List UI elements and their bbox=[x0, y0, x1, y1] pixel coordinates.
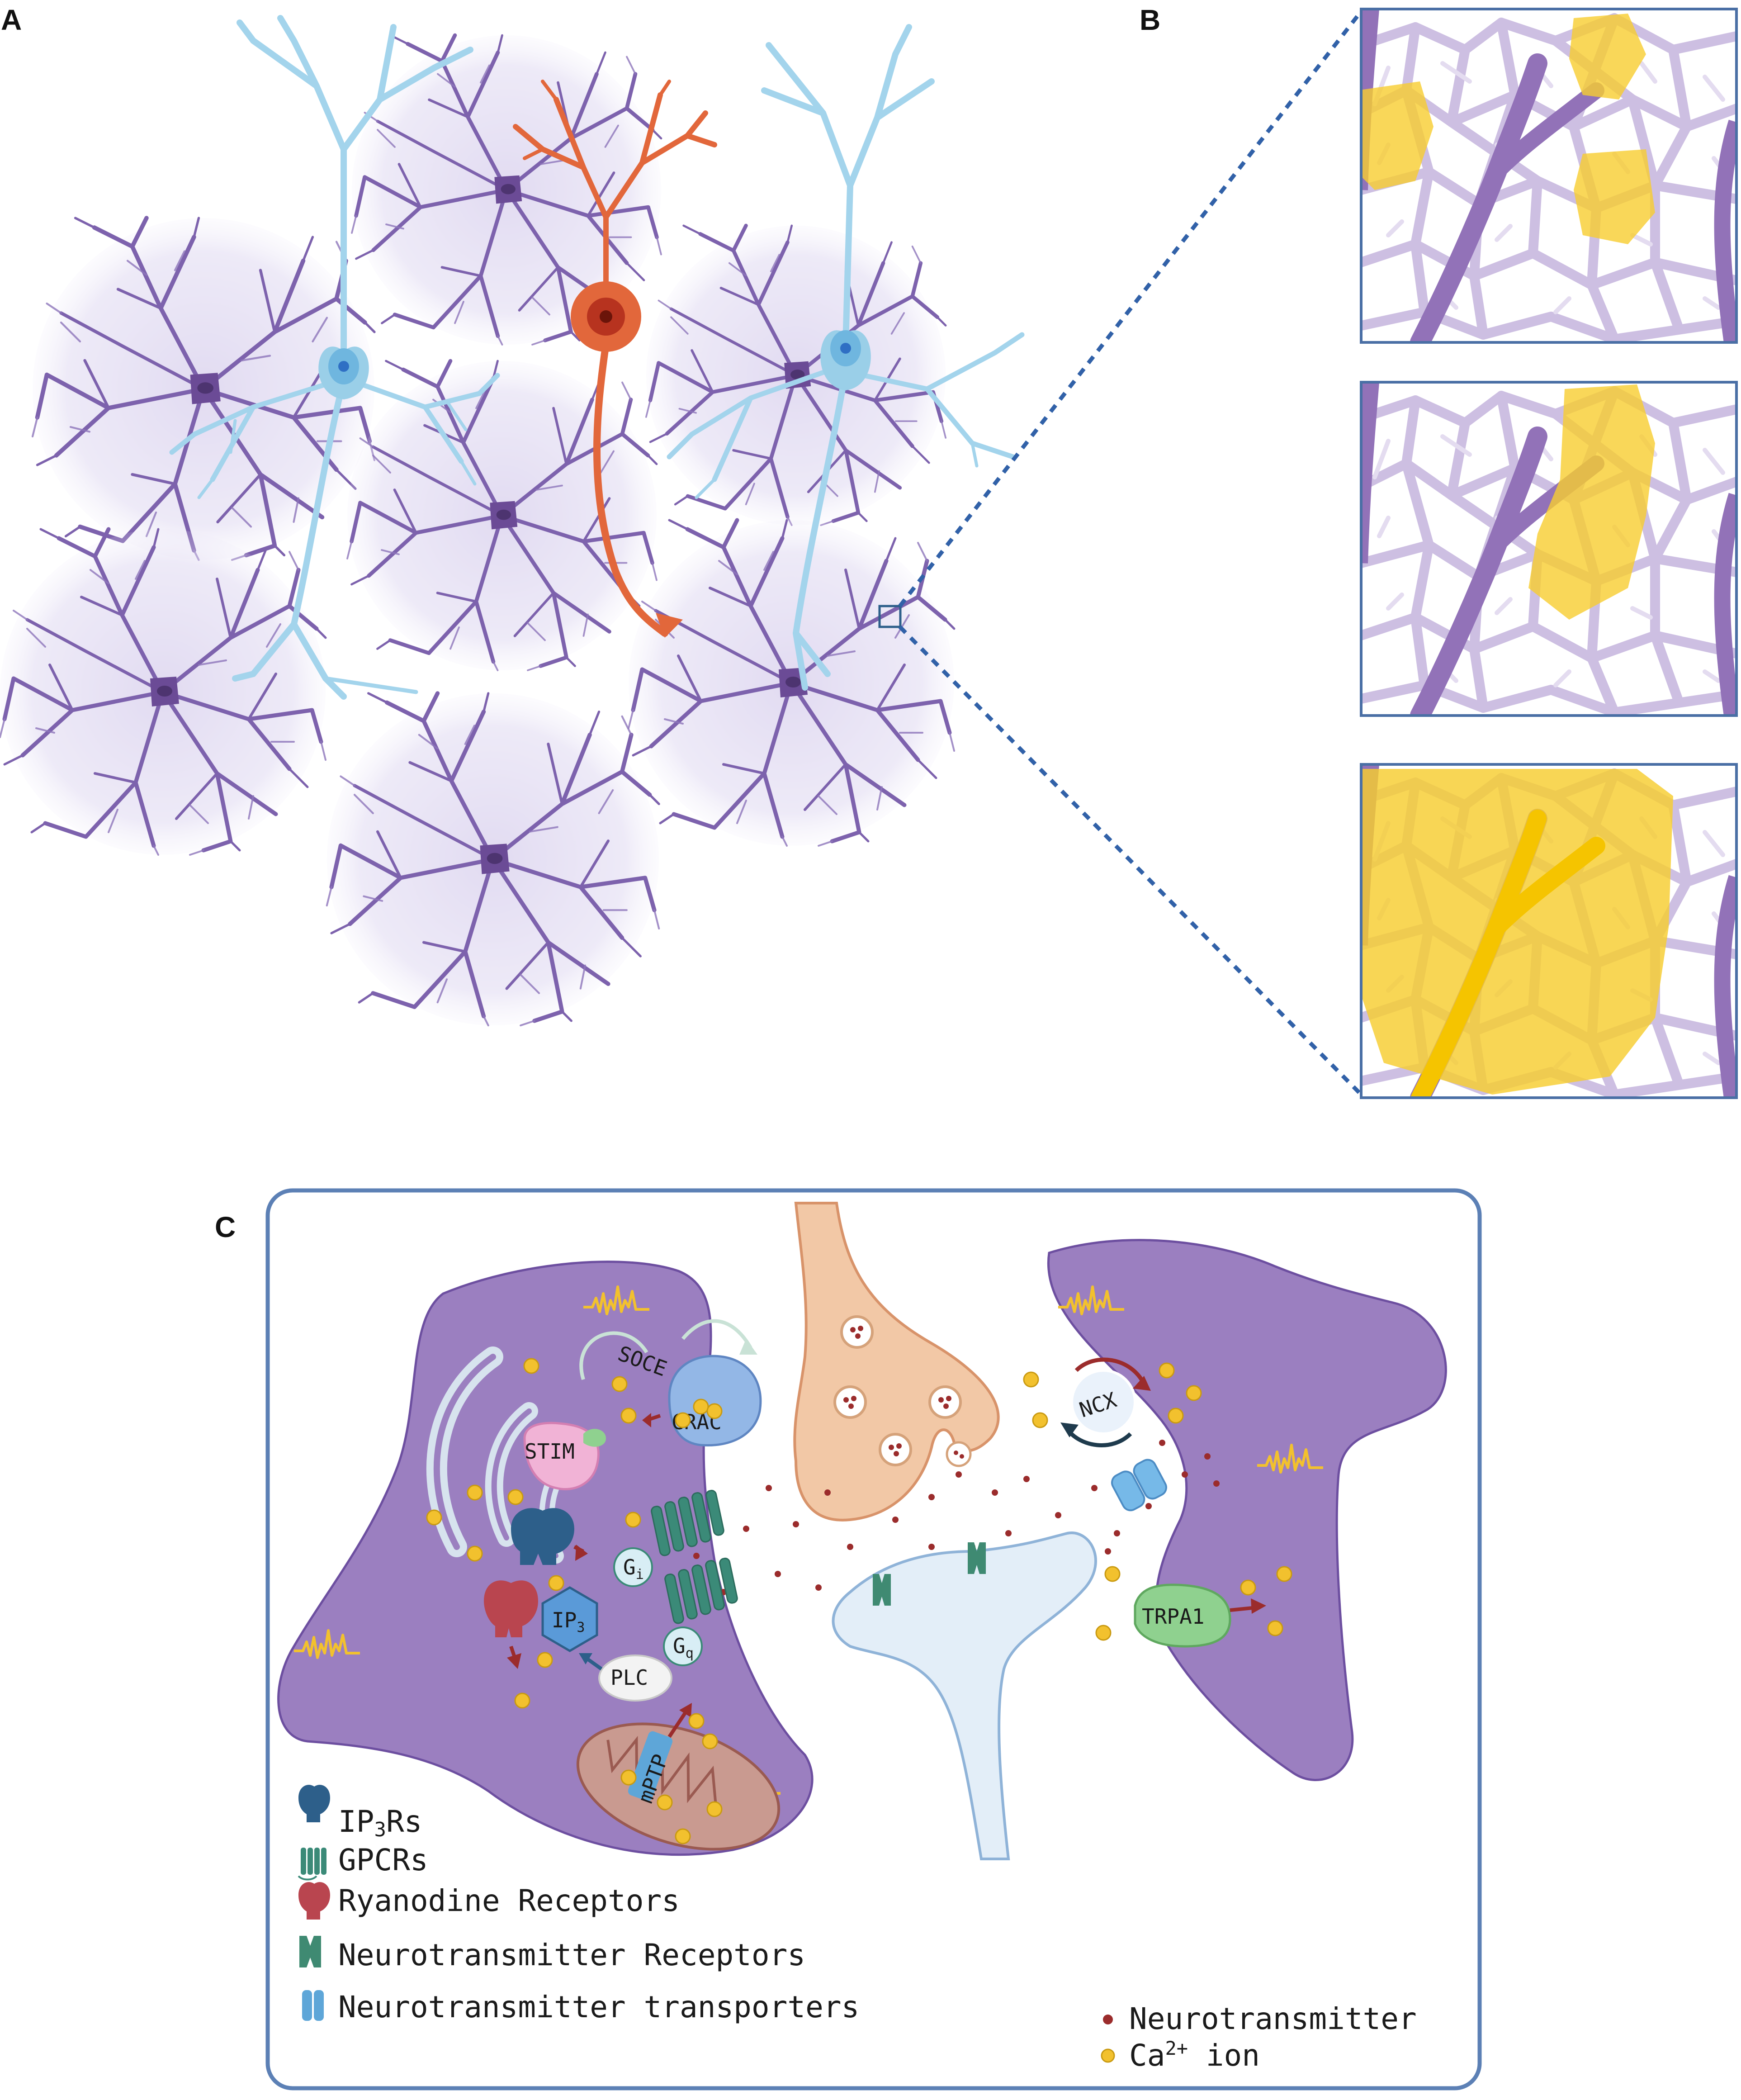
nt-transporter bbox=[1111, 1459, 1167, 1512]
legend-item-calcium: Ca2+ ion bbox=[1101, 2037, 1260, 2073]
panel-label-a: A bbox=[1, 4, 22, 36]
neurotransmitter-dot-icon bbox=[1103, 2015, 1113, 2024]
projection-neuron bbox=[513, 80, 717, 638]
zoom-region-marker bbox=[878, 605, 902, 628]
astrocyte bbox=[327, 693, 659, 1025]
svg-text:Ca2+ ion: Ca2+ ion bbox=[1129, 2037, 1260, 2073]
plc-label: PLC bbox=[610, 1665, 648, 1690]
calcium-wave bbox=[1528, 384, 1655, 620]
calcium-trace-icon bbox=[583, 1285, 649, 1315]
synaptic-vesicles bbox=[833, 1315, 972, 1467]
nt-receptor-icon bbox=[299, 1936, 321, 1967]
panel-b-frame-1 bbox=[1361, 9, 1736, 342]
panel-b-frame-3 bbox=[1361, 764, 1736, 1098]
arrowhead-icon bbox=[1251, 1598, 1266, 1614]
svg-text:IP3: IP3 bbox=[552, 1608, 585, 1635]
global-calcium-signal bbox=[1361, 769, 1673, 1095]
legend-item-ip3r: IP3Rs bbox=[298, 1785, 422, 1841]
trpa1-label: TRPA1 bbox=[1142, 1604, 1204, 1629]
astrocyte bbox=[646, 226, 946, 525]
panel-b-frame-3-border bbox=[1360, 763, 1738, 1099]
svg-text:Neurotransmitter: Neurotransmitter bbox=[1129, 2001, 1417, 2036]
calcium-microdomains bbox=[1361, 14, 1655, 244]
svg-text:Ryanodine Receptors: Ryanodine Receptors bbox=[338, 1883, 680, 1918]
ip3-messenger: IP3 bbox=[541, 1586, 598, 1652]
pyramidal-neuron-right bbox=[667, 24, 1025, 691]
arrowhead-icon bbox=[507, 1653, 521, 1669]
legend-left: IP3Rs GPCRs Ryanodine Receptors Neurotra… bbox=[298, 1785, 859, 2024]
astrocyte bbox=[629, 520, 954, 846]
arrowhead-icon bbox=[575, 1545, 588, 1561]
panel-label-c: C bbox=[215, 1211, 236, 1243]
crac-channel: CRAC bbox=[668, 1355, 762, 1447]
pyramidal-neuron-left bbox=[169, 15, 500, 700]
svg-text:Neurotransmitter Receptors: Neurotransmitter Receptors bbox=[338, 1938, 805, 1972]
trpa1-influx-arrow bbox=[1230, 1606, 1253, 1612]
panel-b-frame-1-border bbox=[1360, 8, 1738, 344]
astrocyte bbox=[0, 529, 326, 855]
arrowhead-icon bbox=[642, 1413, 651, 1427]
gpcr-icon bbox=[298, 1848, 326, 1881]
stim-label: STIM bbox=[525, 1439, 575, 1464]
astrocyte-right bbox=[1047, 1239, 1447, 1781]
svg-text:Gi: Gi bbox=[623, 1555, 644, 1583]
trpa1-channel: TRPA1 bbox=[1134, 1583, 1231, 1648]
postsynaptic-spine bbox=[832, 1531, 1097, 1860]
legend-item-ryanodine: Ryanodine Receptors bbox=[298, 1882, 680, 1920]
legend-item-gpcr: GPCRs bbox=[298, 1843, 428, 1881]
svg-text:Gq: Gq bbox=[673, 1634, 694, 1661]
svg-text:GPCRs: GPCRs bbox=[338, 1843, 428, 1877]
gpcr-gq bbox=[664, 1557, 738, 1624]
legend-item-nt-receptor: Neurotransmitter Receptors bbox=[299, 1936, 805, 1972]
calcium-trace-icon bbox=[294, 1629, 360, 1659]
presynaptic-terminal bbox=[793, 1202, 1000, 1522]
mitochondrion: mPTP bbox=[576, 1722, 781, 1851]
zoom-connector-bottom bbox=[898, 625, 1363, 1096]
ncx-exchanger: NCX bbox=[1060, 1357, 1151, 1447]
zoom-connector-top bbox=[898, 10, 1363, 607]
astrocyte bbox=[33, 218, 374, 560]
astrocyte bbox=[347, 361, 657, 670]
calcium-ions bbox=[426, 1358, 1292, 1844]
arrowhead-icon bbox=[579, 1653, 592, 1664]
mptp-release-arrow bbox=[667, 1708, 689, 1738]
stim-protein: STIM bbox=[523, 1422, 606, 1491]
legend-item-nt-transporter: Neurotransmitter transporters bbox=[302, 1990, 859, 2024]
panel-b-frame-2 bbox=[1361, 382, 1736, 716]
plc-enzyme: PLC bbox=[598, 1654, 672, 1702]
legend-right: Neurotransmitter Ca2+ ion bbox=[1101, 2001, 1417, 2073]
postsynaptic-receptors bbox=[873, 1542, 986, 1606]
gpcr-gi bbox=[651, 1489, 724, 1556]
soce-arrowhead bbox=[739, 1339, 757, 1355]
ip3-receptor bbox=[511, 1508, 574, 1565]
soce-arrow bbox=[579, 1319, 752, 1380]
calcium-dot-icon bbox=[1101, 2048, 1115, 2063]
panel-b-frame-2-border bbox=[1360, 381, 1738, 717]
gi-protein: Gi bbox=[613, 1547, 653, 1587]
neurotransmitter-cloud bbox=[693, 1440, 1220, 1595]
calcium-trace-icon bbox=[1058, 1285, 1124, 1315]
ryanodine-receptor-icon bbox=[298, 1882, 330, 1920]
gq-protein: Gq bbox=[663, 1626, 703, 1666]
panel-label-b: B bbox=[1140, 4, 1160, 36]
ip3r-icon bbox=[298, 1785, 330, 1822]
svg-text:Neurotransmitter transporters: Neurotransmitter transporters bbox=[338, 1990, 859, 2024]
nt-transporter-icon bbox=[302, 1990, 324, 2021]
panel-a-astrocyte-mosaic bbox=[0, 35, 954, 1025]
legend-item-neurotransmitter: Neurotransmitter bbox=[1103, 2001, 1417, 2036]
calcium-trace-icon bbox=[1257, 1444, 1323, 1474]
arrowhead-icon bbox=[679, 1703, 692, 1717]
ryanodine-receptor bbox=[484, 1580, 538, 1637]
svg-text:IP3Rs: IP3Rs bbox=[338, 1804, 422, 1841]
